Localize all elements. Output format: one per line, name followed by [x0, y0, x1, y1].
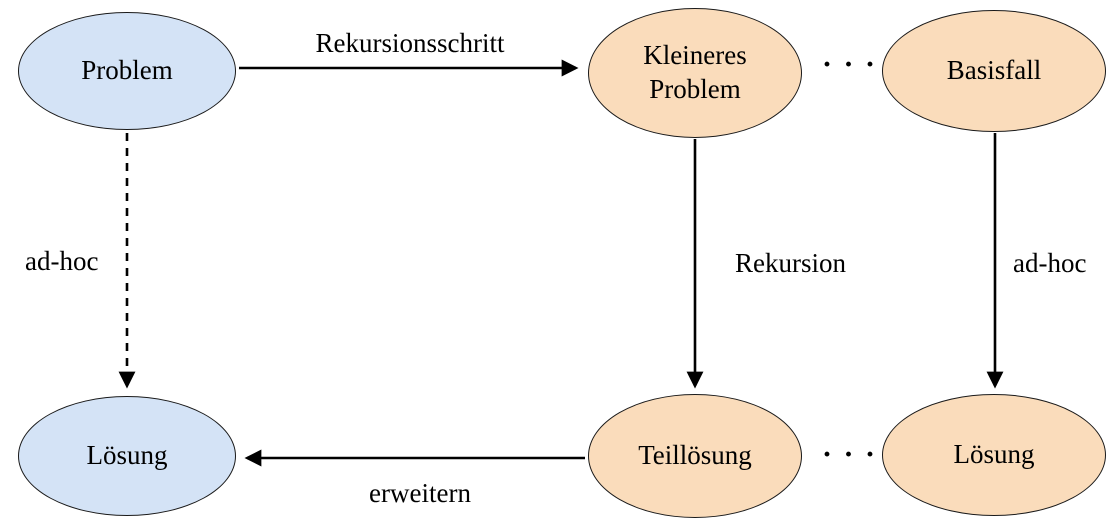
edge-label-ad-hoc-right: ad-hoc [1013, 248, 1087, 278]
node-teilloesung-label: Teillösung [638, 440, 752, 471]
node-kleineres-problem: Kleineres Problem [588, 8, 802, 138]
edge-label-erweitern: erweitern [369, 478, 471, 508]
ellipsis-bottom: · · · [822, 438, 878, 471]
node-problem-label: Problem [81, 55, 173, 86]
node-problem: Problem [18, 12, 236, 130]
node-kleineres-problem-label: Kleineres Problem [643, 40, 747, 104]
node-basisfall-label: Basisfall [946, 55, 1042, 86]
edge-label-rekursionsschritt: Rekursionsschritt [315, 28, 505, 58]
node-loesung-right-label: Lösung [953, 439, 1035, 470]
node-loesung-left-label: Lösung [86, 440, 168, 471]
node-loesung-left: Lösung [18, 396, 236, 516]
node-basisfall: Basisfall [882, 10, 1106, 132]
node-teilloesung: Teillösung [588, 394, 802, 518]
node-loesung-right: Lösung [882, 394, 1106, 516]
ellipsis-top: · · · [822, 48, 878, 81]
edge-label-ad-hoc-left: ad-hoc [25, 246, 99, 276]
edge-label-rekursion: Rekursion [735, 248, 846, 278]
